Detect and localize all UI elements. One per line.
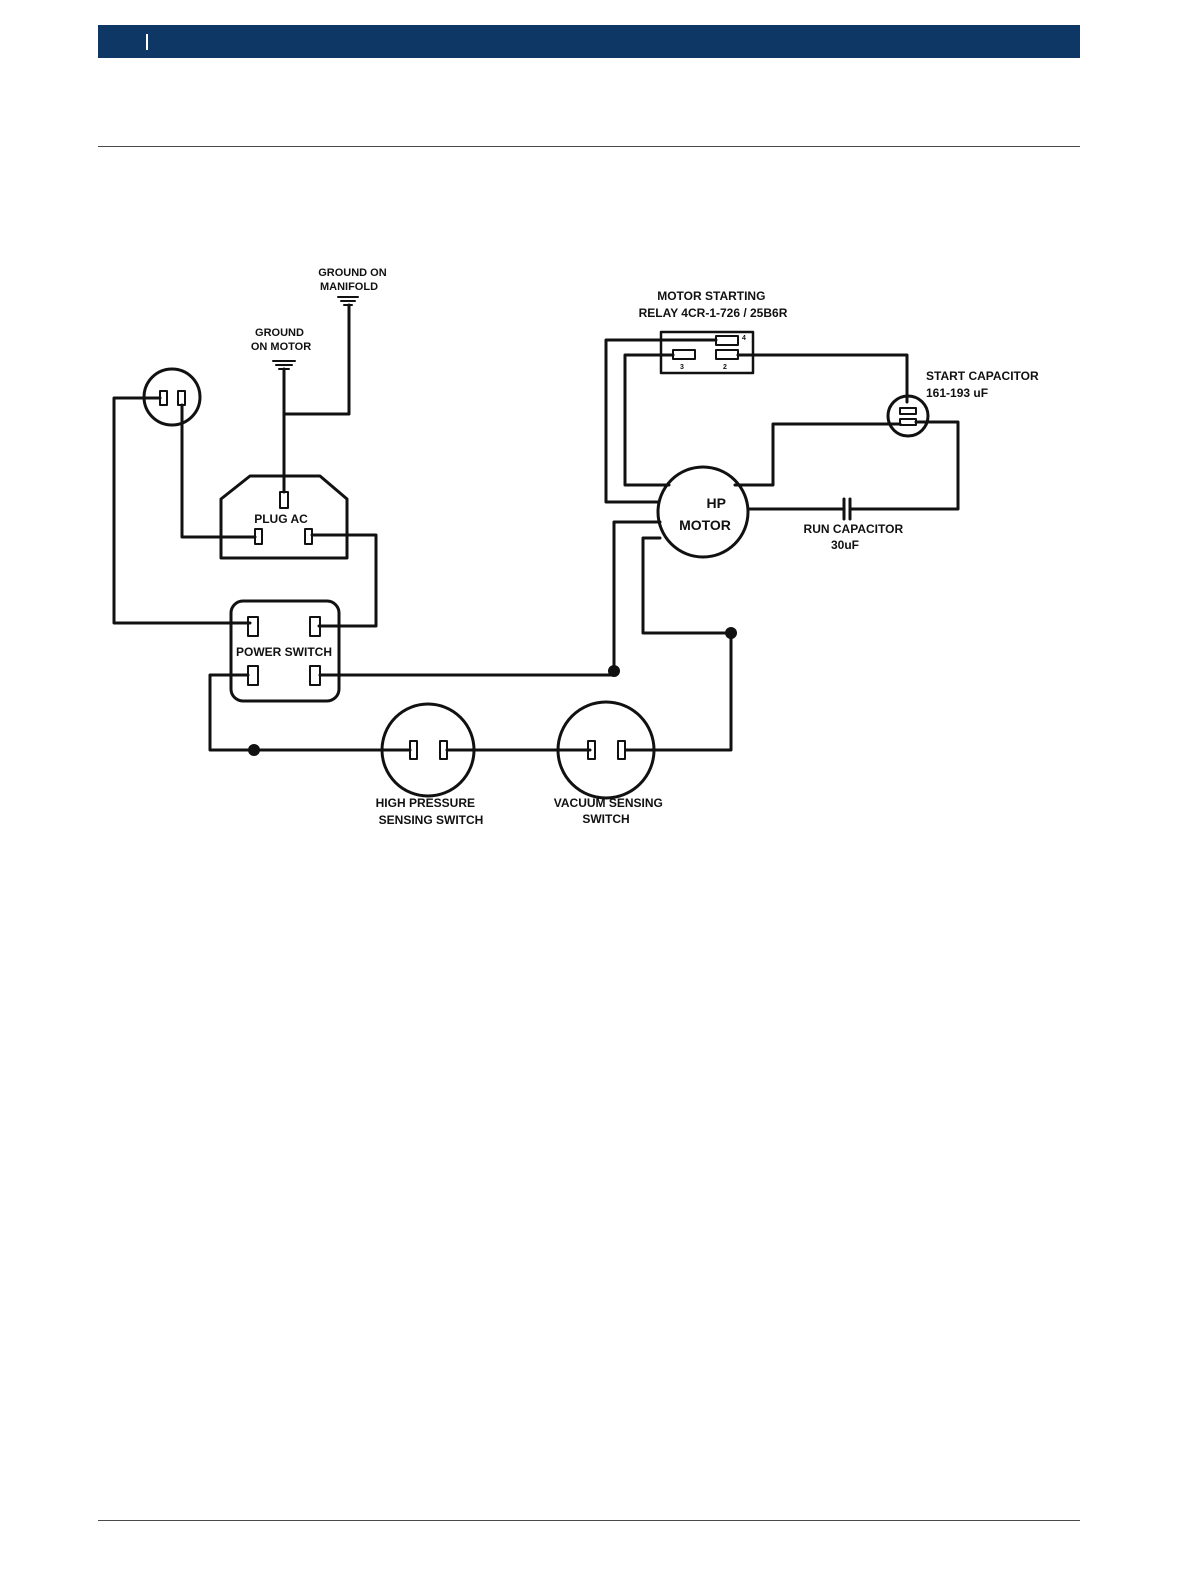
- relay-pin-2-label: 2: [723, 364, 727, 371]
- label-ground-motor: GROUND ON MOTOR: [251, 327, 311, 353]
- start-capacitor-pin-top: [900, 408, 916, 414]
- label-plug-ac: PLUG AC: [254, 512, 308, 526]
- wire-plug-to-switch: [312, 535, 376, 626]
- label-motor: HP MOTOR: [679, 495, 731, 533]
- wire-ground-manifold: [284, 305, 349, 414]
- wire-switch-to-pressure: [210, 675, 410, 750]
- wire-start-cap-to-motor: [735, 424, 900, 485]
- junction-dot-vacuum-return: [725, 627, 737, 639]
- wire-switch-to-motor: [320, 522, 660, 675]
- relay-pin-4: [716, 336, 738, 345]
- wire-relay-3-to-motor: [625, 355, 673, 485]
- motor-body: [658, 467, 748, 557]
- label-vacuum-switch: VACUUM SENSING SWITCH: [554, 796, 666, 826]
- plug-ac-ground-pin: [280, 492, 288, 508]
- label-ground-manifold: GROUND ON MANIFOLD: [318, 267, 390, 293]
- wire-relay-2-to-start-cap: [738, 355, 907, 402]
- relay-body: [661, 332, 753, 373]
- junction-dot-pressure-line: [248, 744, 260, 756]
- wire-connector-to-plug: [182, 405, 255, 537]
- start-capacitor-pin-bottom: [900, 419, 916, 425]
- connector-pin-right: [178, 391, 185, 405]
- power-switch-pin-br: [310, 666, 320, 685]
- relay-pin-3: [673, 350, 695, 359]
- label-motor-starting-relay: MOTOR STARTING RELAY 4CR-1-726 / 25B6R: [639, 289, 788, 320]
- label-high-pressure-switch: HIGH PRESSURE SENSING SWITCH: [376, 796, 484, 827]
- power-switch-pin-bl: [248, 666, 258, 685]
- label-power-switch: POWER SWITCH: [236, 645, 332, 659]
- relay-pin-2: [716, 350, 738, 359]
- label-start-capacitor: START CAPACITOR 161-193 uF: [926, 369, 1042, 400]
- label-run-capacitor: RUN CAPACITOR 30uF: [804, 522, 907, 552]
- plug-ac-pin-right: [305, 529, 312, 544]
- junction-dot-switch-motor: [608, 665, 620, 677]
- vacuum-pin-right: [618, 741, 625, 759]
- relay-pin-3-label: 3: [680, 364, 684, 371]
- power-switch-pin-tl: [248, 617, 258, 636]
- relay-pin-4-label: 4: [742, 335, 746, 342]
- ground-manifold-symbol: [338, 297, 358, 305]
